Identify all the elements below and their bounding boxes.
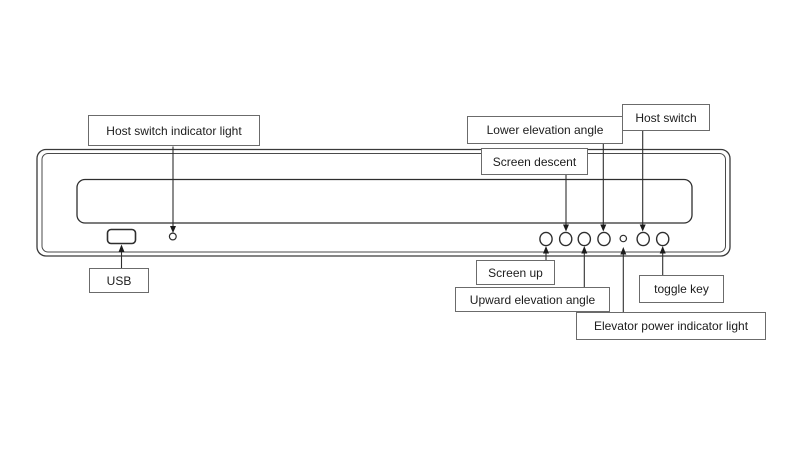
lower-elevation-angle-button xyxy=(597,231,611,247)
elevator-power-indicator-light xyxy=(619,234,628,243)
callout-host-switch: Host switch xyxy=(622,104,710,131)
screen-descent-button xyxy=(558,231,573,247)
arrow-down-indicator-light xyxy=(170,226,176,233)
screen-up-button xyxy=(539,231,553,247)
host-switch-button xyxy=(636,231,651,247)
callout-toggle-key-text: toggle key xyxy=(654,282,709,296)
callout-upward-elevation-angle: Upward elevation angle xyxy=(455,287,610,312)
callout-host-switch-indicator-light: Host switch indicator light xyxy=(88,115,260,146)
callout-lower-elevation-angle-text: Lower elevation angle xyxy=(486,123,604,137)
arrow-up-upward-elevation xyxy=(581,246,588,254)
callout-screen-up-text: Screen up xyxy=(488,265,543,280)
callout-lines-top xyxy=(172,131,644,227)
callout-elevator-power-indicator-light-text: Elevator power indicator light xyxy=(593,319,749,333)
arrow-down-lower-elevation xyxy=(600,224,607,232)
toggle-key-button xyxy=(655,231,670,247)
arrow-up-toggle-key xyxy=(659,246,666,254)
arrowheads-down xyxy=(170,224,646,233)
screen-slot xyxy=(76,178,693,224)
callout-lines-bottom xyxy=(120,251,664,313)
callout-host-switch-text: Host switch xyxy=(635,110,697,125)
arrow-up-elevator-power xyxy=(620,247,627,255)
usb-port xyxy=(106,228,137,245)
callout-lower-elevation-angle: Lower elevation angle xyxy=(467,116,623,144)
arrow-up-screen-up xyxy=(543,246,549,254)
host-switch-indicator-light xyxy=(168,232,177,241)
device-body-inner xyxy=(41,153,726,253)
upward-elevation-angle-button xyxy=(577,231,592,247)
callout-screen-descent: Screen descent xyxy=(481,148,588,175)
callout-usb-text: USB xyxy=(106,273,132,288)
callout-screen-descent-text: Screen descent xyxy=(492,154,577,169)
callout-elevator-power-indicator-light: Elevator power indicator light xyxy=(576,312,766,340)
callout-toggle-key: toggle key xyxy=(639,275,724,303)
callout-screen-up: Screen up xyxy=(476,260,555,285)
arrowheads-up xyxy=(118,244,666,255)
callout-host-switch-indicator-light-text: Host switch indicator light xyxy=(106,123,242,138)
arrow-up-usb xyxy=(118,244,125,252)
callout-upward-elevation-angle-text: Upward elevation angle xyxy=(469,292,596,307)
arrow-down-screen-descent xyxy=(563,224,569,232)
arrow-down-host-switch xyxy=(639,224,646,232)
callout-usb: USB xyxy=(89,268,149,293)
